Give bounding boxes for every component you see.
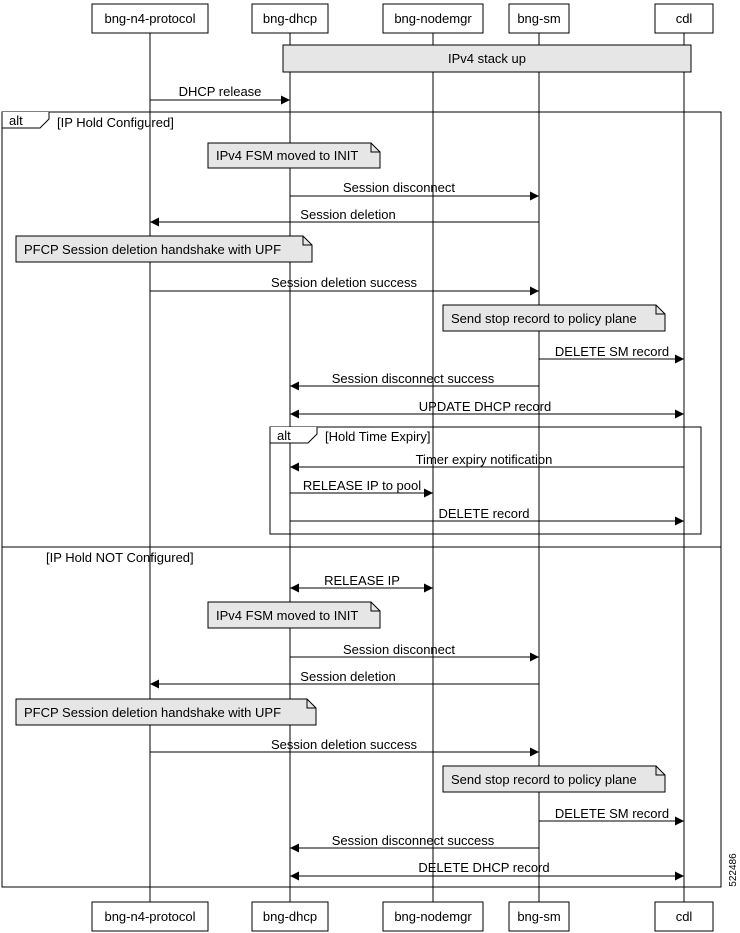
message-session-disconnect: Session disconnect [290, 180, 539, 201]
message-label: Session disconnect [343, 180, 455, 195]
note-ipv4-fsm-init-2: IPv4 FSM moved to INIT [207, 601, 381, 629]
note-label: PFCP Session deletion handshake with UPF [24, 242, 281, 257]
participant-heads-top: bng-n4-protocol bng-dhcp bng-nodemgr bng… [91, 3, 714, 34]
message-label: Session deletion [300, 669, 395, 684]
ipv4-stack-up-banner: IPv4 stack up [282, 44, 692, 73]
participant-bng-nodemgr: bng-nodemgr [394, 11, 472, 26]
participant-bng-nodemgr-bottom: bng-nodemgr [394, 909, 472, 924]
message-label: RELEASE IP to pool [303, 478, 421, 493]
message-delete-dhcp-record: DELETE DHCP record [290, 860, 684, 881]
message-session-deletion-success: Session deletion success [150, 275, 539, 296]
message-label: Session disconnect success [332, 371, 495, 386]
participant-cdl-bottom: cdl [676, 909, 693, 924]
message-label: DELETE DHCP record [418, 860, 549, 875]
message-label: Session deletion success [271, 275, 417, 290]
participant-bng-dhcp-bottom: bng-dhcp [263, 909, 317, 924]
figure-id: 522486 [728, 853, 739, 887]
note-label: Send stop record to policy plane [451, 772, 637, 787]
message-session-disconnect-2: Session disconnect [290, 642, 539, 662]
message-release-ip: RELEASE IP [290, 573, 433, 593]
message-session-disconnect-success-2: Session disconnect success [290, 833, 539, 853]
alt-guard-ip-hold-not-configured: [IP Hold NOT Configured] [46, 550, 194, 565]
note-ipv4-fsm-init: IPv4 FSM moved to INIT [207, 142, 381, 169]
message-label: Session deletion [300, 207, 395, 222]
participant-bng-dhcp: bng-dhcp [263, 11, 317, 26]
note-pfcp-handshake-2: PFCP Session deletion handshake with UPF [15, 698, 317, 726]
message-delete-sm-record: DELETE SM record [539, 344, 684, 364]
message-label: Session disconnect [343, 642, 455, 657]
message-label: DELETE SM record [555, 806, 669, 821]
message-label: Timer expiry notification [416, 452, 553, 467]
message-session-deletion: Session deletion [150, 207, 539, 227]
message-release-ip-to-pool: RELEASE IP to pool [290, 478, 433, 498]
participant-bng-sm-bottom: bng-sm [517, 909, 560, 924]
message-label: DHCP release [179, 84, 262, 99]
message-timer-expiry-notification: Timer expiry notification [290, 452, 684, 472]
participant-cdl: cdl [676, 11, 693, 26]
alt-keyword-outer: alt [9, 113, 23, 128]
note-label: IPv4 FSM moved to INIT [216, 148, 358, 163]
alt-guard-ip-hold-configured: [IP Hold Configured] [57, 115, 174, 130]
participant-bng-n4-protocol: bng-n4-protocol [104, 11, 195, 26]
note-send-stop-record: Send stop record to policy plane [442, 304, 666, 332]
notes: IPv4 FSM moved to INIT PFCP Session dele… [15, 142, 666, 793]
message-label: Session deletion success [271, 737, 417, 752]
participant-bng-sm: bng-sm [517, 11, 560, 26]
message-session-deletion-success-2: Session deletion success [150, 737, 539, 757]
banner-label: IPv4 stack up [448, 51, 526, 66]
alt-guard-hold-time-expiry: [Hold Time Expiry] [325, 429, 430, 444]
message-label: DELETE record [438, 506, 529, 521]
alt-keyword-inner: alt [277, 428, 291, 443]
participant-bng-n4-protocol-bottom: bng-n4-protocol [104, 909, 195, 924]
note-pfcp-handshake: PFCP Session deletion handshake with UPF [15, 235, 313, 263]
note-label: IPv4 FSM moved to INIT [216, 608, 358, 623]
messages: DHCP release Session disconnect Session … [150, 84, 684, 881]
message-update-dhcp-record: UPDATE DHCP record [290, 399, 684, 419]
message-session-deletion-2: Session deletion [150, 669, 539, 689]
alt-fragment-inner: alt [Hold Time Expiry] [269, 426, 702, 535]
message-delete-sm-record-2: DELETE SM record [539, 806, 684, 826]
message-delete-record: DELETE record [290, 506, 684, 526]
message-label: DELETE SM record [555, 344, 669, 359]
alt-fragment-outer: alt [IP Hold Configured] [IP Hold NOT Co… [1, 111, 722, 888]
message-label: RELEASE IP [324, 573, 400, 588]
note-send-stop-record-2: Send stop record to policy plane [442, 765, 666, 793]
participant-heads-bottom: bng-n4-protocol bng-dhcp bng-nodemgr bng… [91, 901, 714, 932]
note-label: PFCP Session deletion handshake with UPF [24, 705, 281, 720]
message-label: Session disconnect success [332, 833, 495, 848]
message-label: UPDATE DHCP record [419, 399, 551, 414]
message-dhcp-release: DHCP release [150, 84, 290, 105]
note-label: Send stop record to policy plane [451, 311, 637, 326]
message-session-disconnect-success: Session disconnect success [290, 371, 539, 391]
